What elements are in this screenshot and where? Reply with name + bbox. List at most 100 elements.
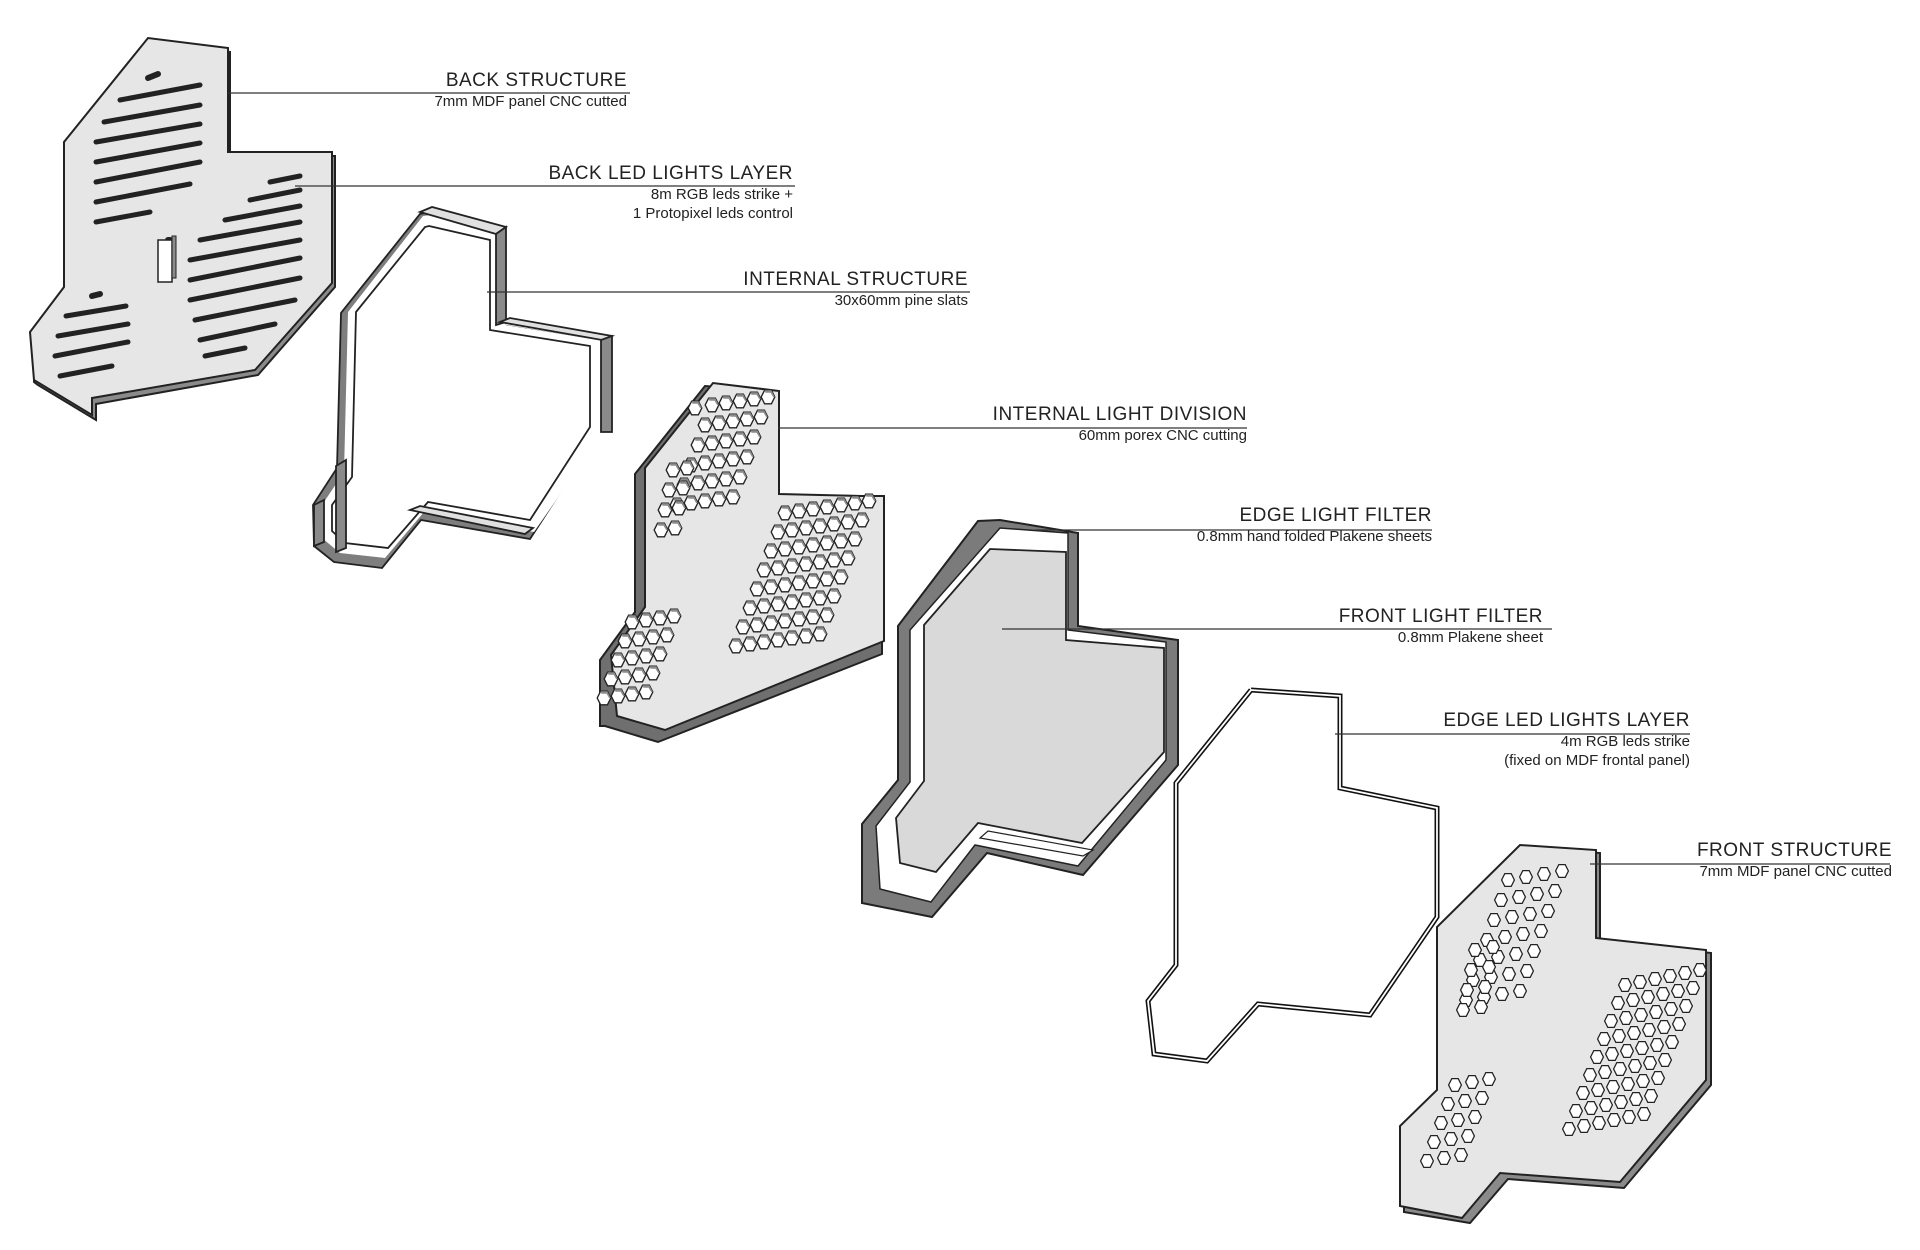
hex-cell	[1589, 1049, 1605, 1065]
hex-cell	[1494, 986, 1510, 1002]
hex-cell	[653, 522, 669, 538]
hex-cell	[1628, 1091, 1644, 1107]
hex-cell	[1453, 1147, 1469, 1163]
hex-cell	[1519, 963, 1535, 979]
label-title: FRONT LIGHT FILTER	[1338, 606, 1543, 627]
hex-cell	[631, 667, 647, 683]
hex-cell	[732, 393, 748, 409]
hex-cell	[756, 562, 772, 578]
hex-cell	[1464, 1074, 1480, 1090]
hex-cell	[657, 502, 673, 518]
hex-cell	[777, 577, 793, 593]
hex-cell	[798, 592, 814, 608]
hex-cell	[1474, 1090, 1490, 1106]
label-line: 1 Protopixel leds control	[632, 205, 793, 222]
hex-cell	[697, 417, 713, 433]
hex-cell	[833, 533, 849, 549]
hex-cell	[1597, 1064, 1613, 1080]
hex-cell	[777, 613, 793, 629]
hex-cell	[617, 669, 633, 685]
hex-cell	[1486, 912, 1502, 928]
hex-cell	[732, 431, 748, 447]
hex-cell	[624, 614, 640, 630]
hex-cell	[784, 630, 800, 646]
hex-cell	[1641, 1022, 1657, 1038]
hex-cell	[1455, 1002, 1471, 1018]
hex-cell	[1635, 1073, 1651, 1089]
hex-cell	[631, 631, 647, 647]
hex-cell	[704, 397, 720, 413]
hex-cell	[624, 686, 640, 702]
hex-cell	[1613, 1094, 1629, 1110]
hex-cell	[1515, 926, 1531, 942]
hex-cell	[1443, 1131, 1459, 1147]
hex-cell	[826, 588, 842, 604]
hex-cell	[697, 455, 713, 471]
hex-cell	[1582, 1067, 1598, 1083]
hex-cell	[840, 550, 856, 566]
hex-cell	[687, 400, 703, 416]
label-title: EDGE LED LIGHTS LAYER	[1443, 710, 1690, 731]
hex-cell	[1610, 995, 1626, 1011]
hex-cell	[812, 590, 828, 606]
label-edge-led-lights-layer: EDGE LED LIGHTS LAYER 4m RGB leds strike…	[1443, 710, 1690, 770]
hex-cell	[1596, 1031, 1612, 1047]
hex-cell	[1598, 1097, 1614, 1113]
hex-cell	[610, 688, 626, 704]
hex-cell	[1526, 943, 1542, 959]
label-line: (fixed on MDF frontal panel)	[1504, 752, 1690, 769]
hex-cell	[1642, 1055, 1658, 1071]
front-structure-panel	[1399, 843, 1712, 1225]
hex-cell	[742, 636, 758, 652]
hex-cell	[819, 535, 835, 551]
hex-cell	[770, 632, 786, 648]
hex-cell	[718, 395, 734, 411]
leader-lines	[228, 92, 1890, 865]
internal-structure-frame	[312, 206, 616, 569]
hex-cell	[791, 575, 807, 591]
hex-cell	[739, 449, 755, 465]
hex-cell	[1677, 965, 1693, 981]
hex-cell	[1467, 942, 1483, 958]
hex-cell	[732, 469, 748, 485]
internal-light-division	[596, 381, 885, 744]
hex-cell	[770, 524, 786, 540]
hex-cell	[1663, 1001, 1679, 1017]
hex-cell	[1485, 939, 1501, 955]
label-front-light-filter: FRONT LIGHT FILTER 0.8mm Plakene sheet	[1339, 606, 1543, 647]
hex-cell	[742, 600, 758, 616]
hex-cell	[659, 627, 675, 643]
hex-cell	[756, 634, 772, 650]
hex-cell	[840, 514, 856, 530]
hex-cell	[1477, 979, 1493, 995]
hex-cell	[1568, 1103, 1584, 1119]
hex-cell	[1656, 1019, 1672, 1035]
hex-cell	[746, 391, 762, 407]
hex-cell	[711, 491, 727, 507]
hex-cell	[763, 615, 779, 631]
hex-cell	[704, 435, 720, 451]
label-line: 8m RGB leds strike +	[650, 186, 793, 203]
hex-cell	[665, 462, 681, 478]
hex-cell	[725, 413, 741, 429]
hex-cell	[1634, 1040, 1650, 1056]
hex-cell	[711, 453, 727, 469]
hex-cell	[1473, 999, 1489, 1015]
hex-cell	[704, 473, 720, 489]
hex-cell	[1561, 1121, 1577, 1137]
hex-cell	[617, 633, 633, 649]
hex-cell	[1657, 1052, 1673, 1068]
hex-cell	[1662, 968, 1678, 984]
hex-cell	[1547, 883, 1563, 899]
label-line: 0.8mm Plakene sheet	[1397, 629, 1543, 646]
label-internal-structure: INTERNAL STRUCTURE 30x60mm pine slats	[743, 269, 968, 310]
hex-cell	[1655, 986, 1671, 1002]
hex-cell	[1511, 889, 1527, 905]
hex-cell	[652, 646, 668, 662]
back-structure-slots	[52, 71, 303, 379]
hex-cell	[638, 684, 654, 700]
hex-cell	[833, 569, 849, 585]
label-internal-light-division: INTERNAL LIGHT DIVISION 60mm porex CNC c…	[993, 404, 1247, 445]
hex-cell	[690, 475, 706, 491]
hex-cell	[1459, 982, 1475, 998]
